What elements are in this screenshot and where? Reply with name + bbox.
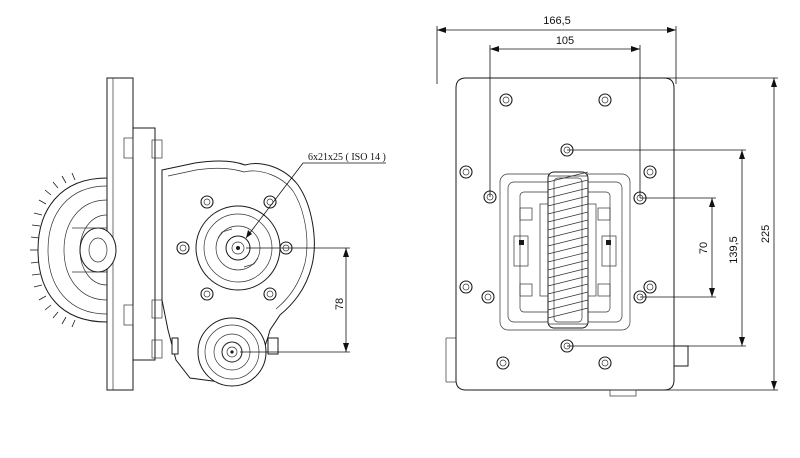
side-view xyxy=(30,77,386,391)
dim-225-label: 225 xyxy=(760,225,772,243)
input-gear xyxy=(37,177,117,323)
helical-gear xyxy=(539,171,597,329)
dim-70-label: 70 xyxy=(698,242,710,254)
dim-166-5-label: 166,5 xyxy=(543,15,571,27)
dim-105-label: 105 xyxy=(556,35,574,47)
dim-78-label: 78 xyxy=(334,298,346,310)
dim-139-5-label: 139,5 xyxy=(728,236,740,264)
gear-teeth xyxy=(30,172,76,328)
boss-bolt-holes xyxy=(176,195,293,301)
flange-plate xyxy=(106,77,134,391)
front-view xyxy=(436,26,778,397)
flange-step xyxy=(132,127,156,361)
spline-spec-label: 6x21x25 ( ISO 14 ) xyxy=(308,152,386,163)
